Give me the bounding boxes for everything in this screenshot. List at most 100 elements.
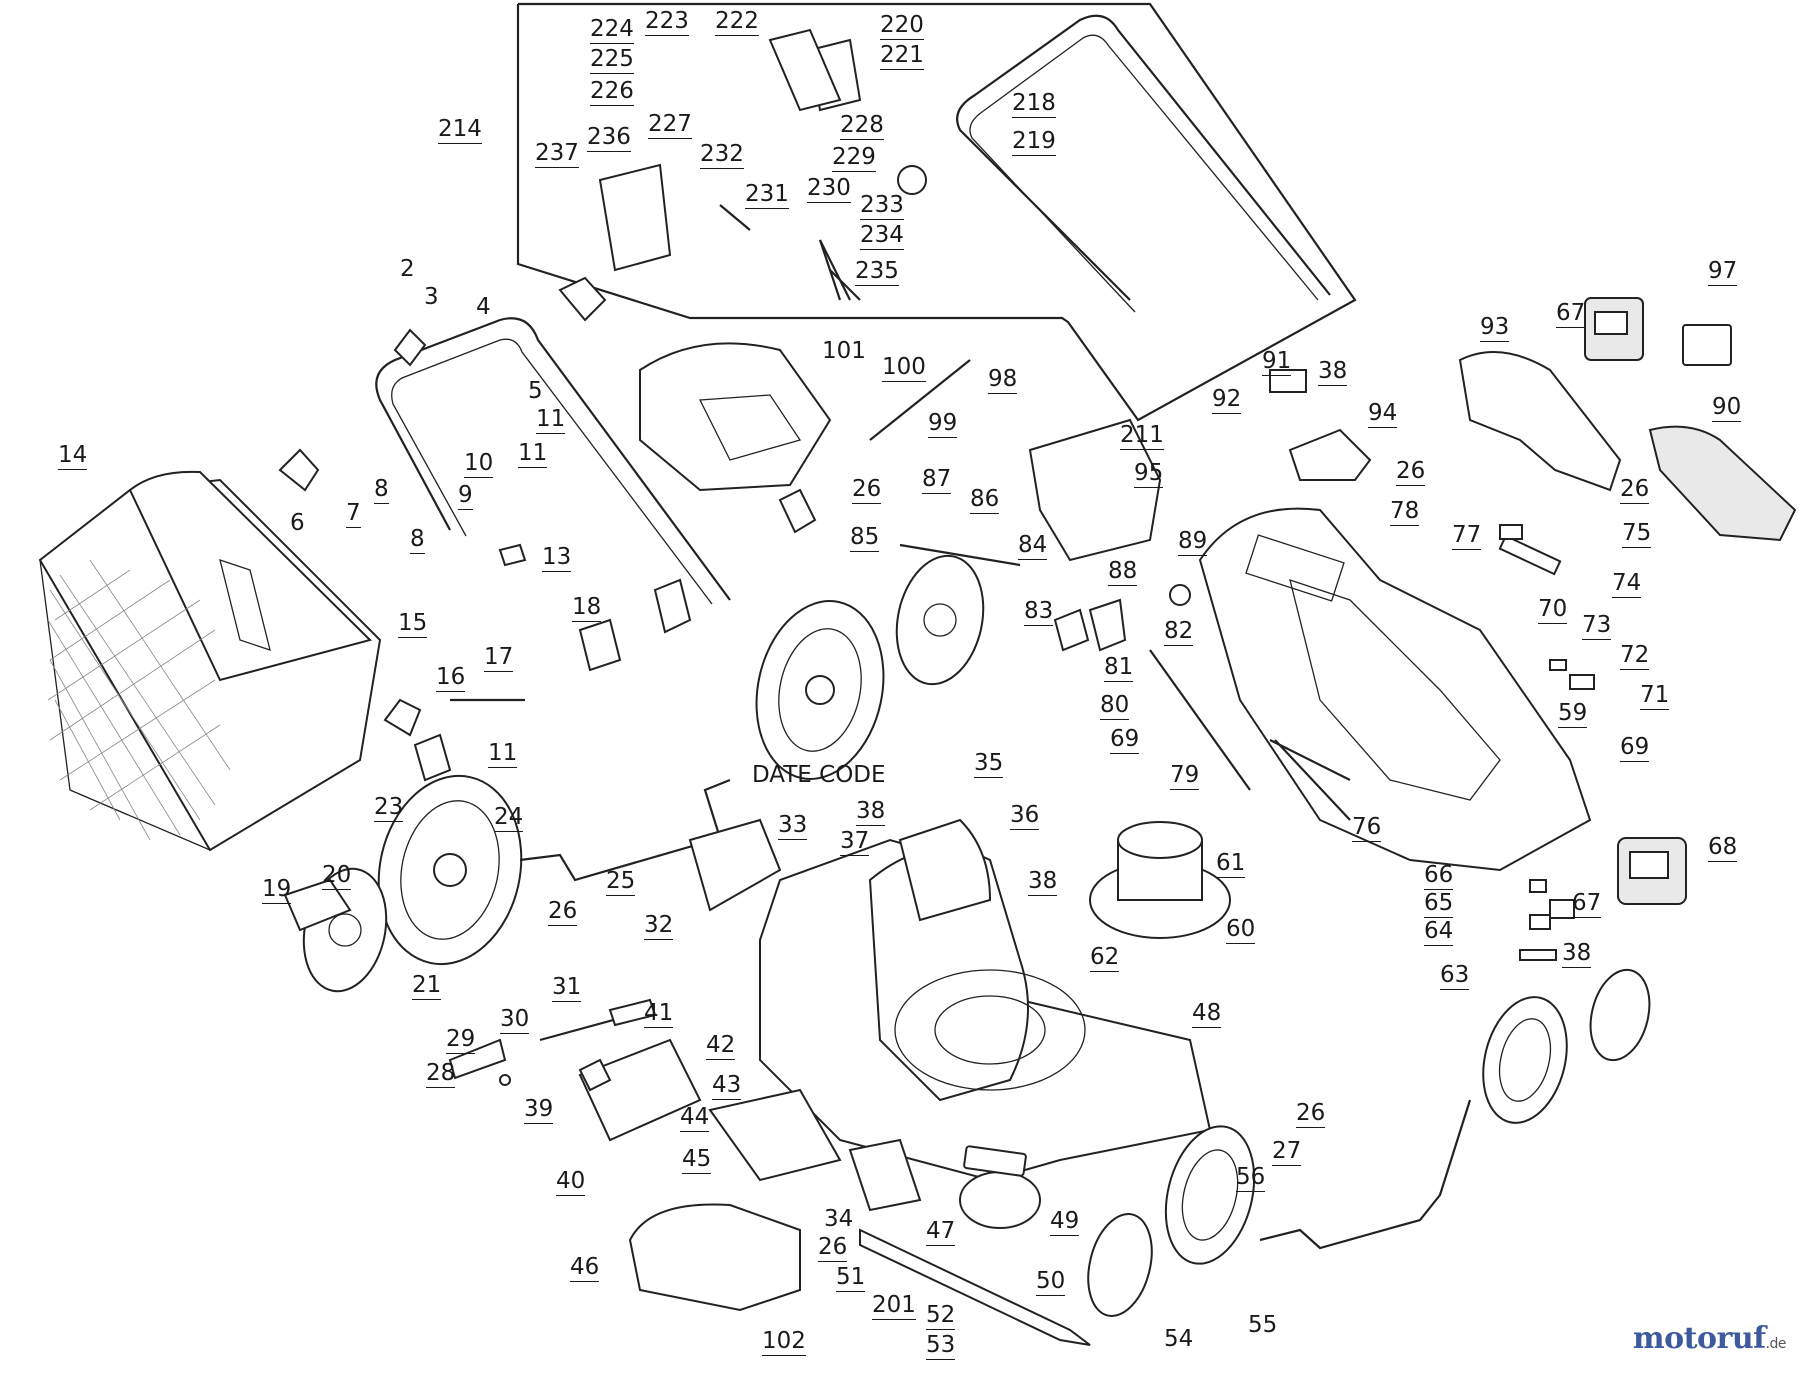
part-number-54: 54 [1164,1326,1194,1352]
part-number-32: 32 [644,912,674,940]
part-number-38c: 38 [856,798,886,826]
part-number-58: 60 [1226,916,1256,944]
part-number-78: 79 [1170,762,1200,790]
mower-deck [759,818,1212,1182]
part-number-35: 35 [974,750,1004,778]
part-number-225: 232 [700,141,744,169]
part-number-83: 84 [1018,532,1048,560]
rear-axle [519,778,731,882]
part-number-223: 230 [807,175,851,203]
part-number-38a: 38 [1318,358,1348,386]
part-number-219: 226 [590,78,634,106]
part-number-84: 85 [850,524,880,552]
part-number-74: 75 [1622,520,1652,548]
part-number-19: 18 [572,594,602,622]
part-number-15: 14 [58,442,88,470]
part-number-18: 17 [484,644,514,672]
part-number-37: 37 [840,828,870,856]
part-number-46: 46 [570,1254,600,1282]
brand-name: motoruf [1632,1321,1766,1356]
part-number-52: 52 [926,1302,956,1330]
motor [1089,821,1231,939]
front-hubcap-right [1589,968,1651,1062]
part-number-2: 2 [400,256,415,282]
part-number-3: 3 [424,284,439,310]
part-number-92: 93 [1480,314,1510,342]
part-number-10: 9 [458,482,473,510]
rear-wheel-left [377,774,523,966]
part-number-224: 231 [745,181,789,209]
blade [859,1228,1091,1346]
part-number-26d: 26 [548,898,578,926]
part-number-81: 82 [1164,618,1194,646]
part-number-33: 33 [778,812,808,840]
part-number-63: 64 [1424,918,1454,946]
part-number-11b: 11 [488,740,518,768]
part-number-38d: 38 [1028,868,1058,896]
part-number-56: 56 [1236,1164,1266,1192]
part-number-23: 23 [374,794,404,822]
part-number-41: 41 [644,1000,674,1028]
part-number-73: 74 [1612,570,1642,598]
part-number-38b: 38 [1562,940,1592,968]
part-number-47: 47 [926,1218,956,1246]
lower-handle [375,317,731,601]
part-number-213: 220 [880,12,924,40]
part-number-229: 236 [587,124,631,152]
part-number-211: 218 [1012,90,1056,118]
part-number-217: 224 [590,16,634,44]
part-number-31: 31 [552,974,582,1002]
part-number-77: 78 [1390,498,1420,526]
part-number-94: 95 [1134,460,1164,488]
part-number-97: 99 [928,410,958,438]
part-number-230: 237 [535,140,579,168]
part-number-87: 88 [1108,558,1138,586]
part-number-64: 65 [1424,890,1454,918]
part-number-71: 72 [1620,642,1650,670]
part-number-201: 214 [438,116,482,144]
part-number-9: 8 [410,526,425,554]
part-number-227: 234 [860,222,904,250]
part-number-61: 69 [1110,726,1140,754]
part-number-62: 63 [1440,962,1470,990]
mulch-plug [628,1203,801,1312]
part-number-67b: 68 [1708,834,1738,862]
part-number-80: 81 [1104,654,1134,682]
part-number-16: 15 [398,610,428,638]
part-number-49: 49 [1050,1208,1080,1236]
rear-wheel-right [755,600,885,780]
battery-compartment [1028,418,1162,562]
charger [1682,324,1732,366]
part-number-101: 201 [872,1292,916,1320]
part-number-218: 225 [590,46,634,74]
part-number-26c: 26 [1620,476,1650,504]
part-number-25: 25 [606,868,636,896]
part-number-93: 94 [1368,400,1398,428]
part-number-60: 62 [1090,944,1120,972]
part-number-45: 45 [682,1146,712,1174]
part-number-51: 51 [836,1264,866,1292]
part-number-29: 29 [446,1026,476,1054]
part-number-36: 36 [1010,802,1040,830]
part-number-96: 98 [988,366,1018,394]
part-number-221: 228 [840,112,884,140]
part-number-90: 91 [1262,348,1292,376]
part-number-68: 69 [1620,734,1650,762]
part-number-102: 211 [1120,422,1164,450]
main-housing [1198,507,1592,872]
part-number-44: 44 [680,1104,710,1132]
part-number-212: 219 [1012,128,1056,156]
part-number-26b: 26 [1396,458,1426,486]
part-number-27: 27 [1272,1138,1302,1166]
part-number-69: 70 [1538,596,1568,624]
part-number-70: 71 [1640,682,1670,710]
side-chute [688,818,782,912]
part-number-17: 16 [436,664,466,692]
front-wheel-left [1164,1125,1256,1265]
part-number-30: 30 [500,1006,530,1034]
part-number-75: 76 [1352,814,1382,842]
part-number-86: 87 [922,466,952,494]
part-number-22: 21 [412,972,442,1000]
part-number-220: 227 [648,111,692,139]
